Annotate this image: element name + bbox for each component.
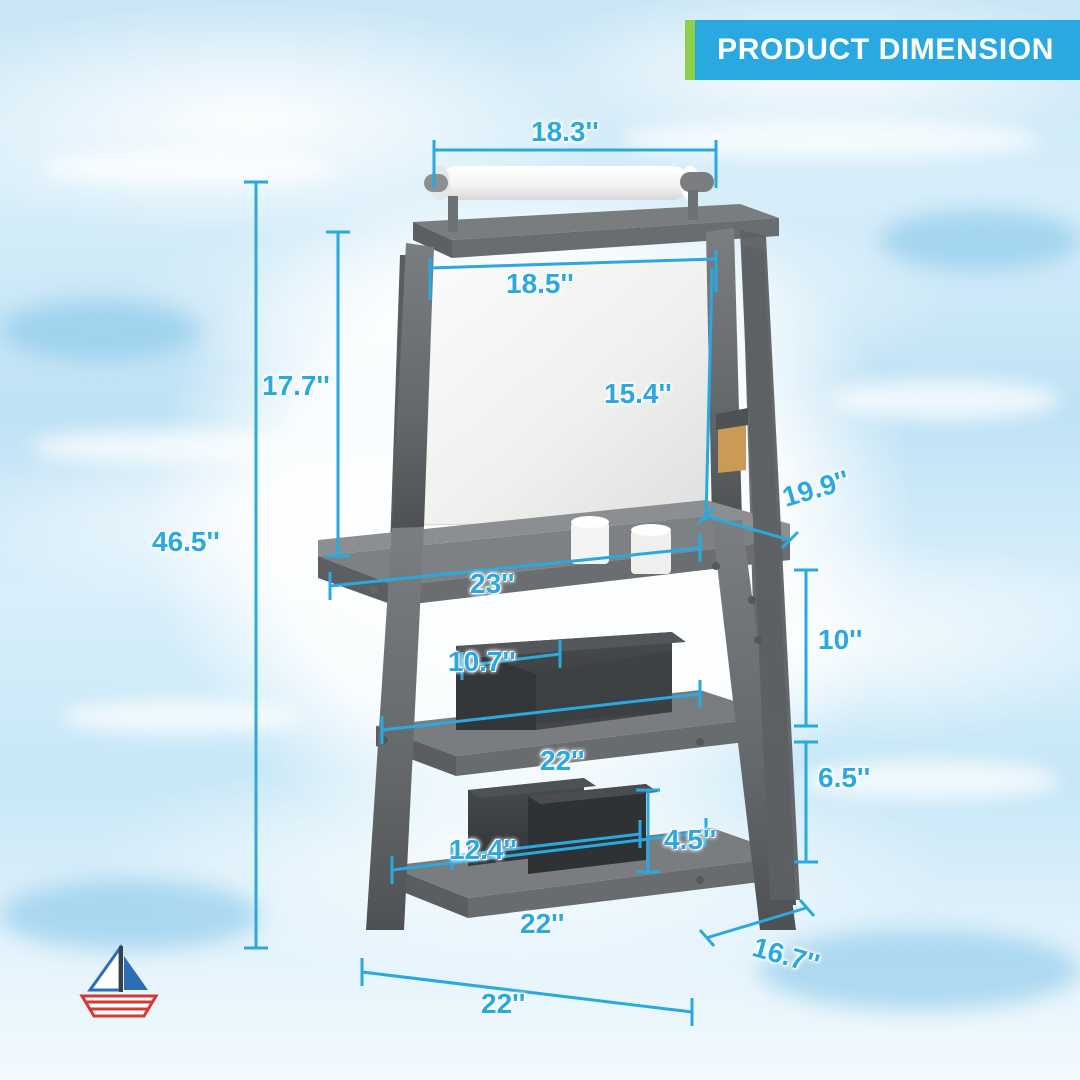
dim-bottom-bin-width: 12.4''	[449, 834, 517, 865]
banner-blue-body: PRODUCT DIMENSION	[695, 20, 1080, 80]
dim-middle-shelf-width: 22''	[540, 745, 585, 776]
dim-bottom-bin-height: 4.5''	[664, 824, 717, 855]
dim-shelf-gap-upper: 10''	[818, 624, 863, 655]
paint-streak	[30, 430, 290, 464]
paint-streak	[830, 380, 1060, 420]
white-backdrop	[120, 95, 940, 975]
dim-tray-width: 23''	[470, 568, 515, 599]
header-banner: PRODUCT DIMENSION	[685, 20, 1080, 80]
paint-streak	[620, 120, 1040, 160]
dim-top-bin-width: 10.7''	[448, 646, 516, 677]
paint-wash	[0, 880, 260, 950]
dim-bottom-shelf-width: 22''	[520, 908, 565, 939]
dim-paper-roll-width: 18.3''	[531, 116, 599, 147]
paint-streak	[40, 150, 340, 186]
paint-streak	[800, 760, 1060, 800]
dim-overall-height: 46.5''	[152, 526, 220, 557]
sailboat-logo	[79, 943, 159, 1018]
paint-streak	[60, 700, 300, 734]
dim-base-width: 22''	[481, 988, 526, 1019]
dim-easel-upper-height: 17.7''	[262, 370, 330, 401]
dim-board-height: 15.4''	[604, 378, 672, 409]
page-title: PRODUCT DIMENSION	[717, 33, 1054, 66]
dim-shelf-gap-lower: 6.5''	[818, 762, 871, 793]
paint-wash	[0, 300, 200, 360]
dim-board-width: 18.5''	[506, 268, 574, 299]
banner-green-accent	[685, 20, 696, 80]
paint-wash	[760, 930, 1080, 1010]
paint-wash	[880, 210, 1080, 270]
